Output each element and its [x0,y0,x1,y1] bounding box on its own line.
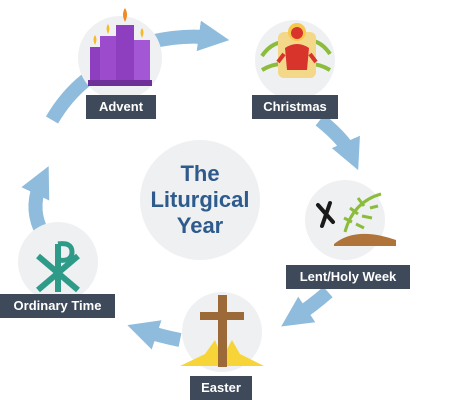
label-christmas: Christmas [252,95,338,119]
christmas-node [255,20,335,100]
label-ordinary-time: Ordinary Time [0,294,115,318]
ordinary-node [18,222,98,302]
arrow-lent-to-easter [281,286,333,327]
radiant-cross-icon [180,295,264,367]
arrow-ordinary-up [45,74,91,124]
label-advent: Advent [86,95,156,119]
nativity-infant-icon [260,23,332,78]
arrow-advent-to-christmas [148,20,230,52]
arrow-christmas-to-lent [315,114,360,171]
lent-node [305,180,396,260]
center-title: The Liturgical Year [140,140,260,260]
advent-node [78,8,162,100]
arrow-easter-to-ordinary [127,320,182,350]
label-lent-holy-week: Lent/Holy Week [286,265,410,289]
easter-node [180,292,264,372]
advent-candles-icon [88,8,152,86]
title-line-3: Year [176,213,224,238]
chi-rho-icon [36,241,80,293]
ash-cross-palm-icon [316,192,396,246]
title-line-2: Liturgical [150,187,250,212]
title-line-1: The [180,161,220,186]
label-easter: Easter [190,376,252,400]
cycle-arrows [21,20,360,350]
arrow-ordinary-to-advent [21,166,50,231]
